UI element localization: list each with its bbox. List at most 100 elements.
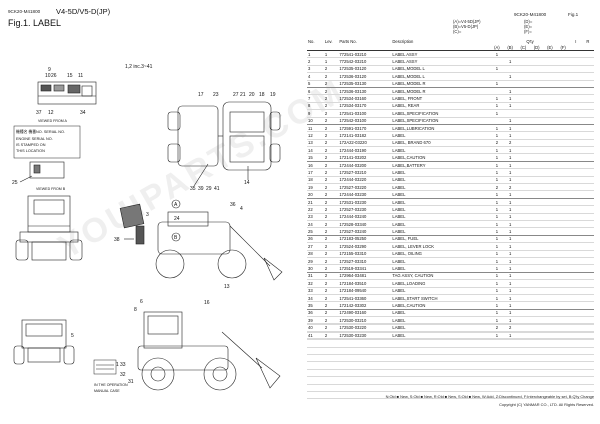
table-cell-empty: [529, 109, 544, 118]
table-cell-description: LABEL, REAR: [391, 102, 491, 111]
table-cell-lev: 2: [323, 146, 339, 155]
table-cell-empty: [569, 331, 582, 340]
table-cell-empty: [556, 264, 570, 273]
col-qty-a: (A): [490, 44, 504, 51]
table-cell-qty-b: 1: [503, 264, 517, 273]
table-cell-part-no: 172527-03210: [338, 168, 392, 177]
table-cell-empty: [543, 316, 557, 325]
table-cell-qty-b: 1: [503, 102, 517, 111]
callout-17: 17: [198, 92, 204, 98]
table-cell-empty: [529, 80, 544, 88]
table-cell-empty: [529, 294, 544, 303]
col-qty-d: (D): [529, 44, 544, 51]
table-cell-empty: [556, 294, 570, 303]
callout-9: 9: [48, 67, 51, 73]
table-cell-empty: [543, 146, 557, 155]
plate-text-3: THIS LOCATION: [16, 149, 45, 153]
callout-8: 8: [134, 307, 137, 313]
table-cell-empty: [543, 264, 557, 273]
table-cell-empty: [529, 139, 544, 148]
table-cell-qty-a: 1: [490, 205, 504, 214]
table-cell-empty: [543, 301, 557, 310]
table-cell-qty-a: 1: [490, 287, 504, 295]
table-cell-empty: [516, 87, 530, 96]
table-cell-empty: [556, 323, 570, 332]
table-cell-empty: [569, 235, 582, 244]
table-cell-lev: 2: [323, 190, 339, 199]
table-cell-qty-a: 1: [490, 294, 504, 303]
table-cell-part-no: 172536-03120: [338, 72, 392, 81]
table-cell-no: 39: [307, 316, 324, 325]
table-cell-qty-a: 2: [490, 323, 504, 332]
table-cell-empty: [516, 205, 530, 214]
table-cell-lev: 2: [323, 331, 339, 340]
callout-range: 1,2 inc.3~41: [125, 64, 153, 70]
table-cell-empty: [529, 65, 544, 74]
table-cell-empty: [543, 309, 557, 318]
table-cell-lev: 2: [323, 309, 339, 318]
legend-line: (A)=V4-5D(JP): [453, 19, 481, 24]
table-cell-empty: [543, 242, 557, 251]
table-cell-description: LABEL, BRAND 670: [391, 139, 491, 148]
table-cell-empty: [516, 146, 530, 155]
table-cell-empty: [529, 301, 544, 310]
table-cell-no: 35: [307, 301, 324, 310]
table-cell-empty: [569, 50, 582, 59]
table-cell-qty-b: 1: [503, 153, 517, 162]
callout-12: 12: [48, 110, 54, 116]
table-cell-empty: [569, 213, 582, 222]
table-cell-qty-a: 1: [490, 264, 504, 273]
table-cell-empty: [581, 94, 594, 103]
table-cell-empty: [516, 331, 530, 340]
table-cell-qty-a: 1: [490, 146, 504, 155]
table-cell-empty: [569, 72, 582, 81]
table-cell-empty: [581, 250, 594, 258]
table-cell-description: TAG ASSY, CAUTION: [391, 272, 491, 281]
table-cell-empty: [516, 131, 530, 140]
table-cell-lev: 2: [323, 161, 339, 170]
table-cell-no: 2: [307, 57, 324, 66]
table-cell-description: LABEL, OILING: [391, 250, 491, 258]
table-cell-empty: [529, 279, 544, 288]
table-cell-lev: 2: [323, 124, 339, 133]
table-cell-lev: 2: [323, 80, 339, 88]
table-cell-no: 8: [307, 102, 324, 111]
table-cell-empty: [543, 72, 557, 81]
table-cell-empty: [556, 227, 570, 236]
table-cell-no: 18: [307, 176, 324, 185]
table-cell-qty-a: [490, 117, 504, 125]
table-cell-empty: [543, 168, 557, 177]
table-cell-lev: 1: [323, 57, 339, 66]
table-cell-empty: [569, 323, 582, 332]
table-cell-lev: 2: [323, 272, 339, 281]
table-cell-empty: [569, 183, 582, 192]
table-cell-empty: [569, 309, 582, 318]
table-cell-description: LABEL ASSY: [391, 57, 491, 66]
table-cell-empty: [543, 131, 557, 140]
table-cell-no: 26: [307, 235, 324, 244]
parts-diagram: 9 10 26 15 11 37 12 34 VIEWED FROM A 機種名…: [8, 56, 284, 404]
loader-rear-view: 5: [13, 319, 75, 365]
model-legend: (A)=V4-5D(JP) (B)=V5-D(JP) (C)=: [453, 19, 481, 35]
table-cell-empty: [556, 190, 570, 199]
table-cell-qty-b: 1: [503, 316, 517, 325]
table-cell-no: 4: [307, 72, 324, 81]
table-cell-part-no: 172527-03240: [338, 227, 392, 236]
table-cell-part-no: 172444-03200: [338, 161, 392, 170]
table-cell-lev: 2: [323, 220, 339, 229]
table-cell-qty-b: 1: [503, 57, 517, 66]
table-cell-lev: 2: [323, 94, 339, 103]
table-cell-description: LABEL,BATTERY: [391, 161, 491, 170]
table-cell-empty: [569, 131, 582, 140]
table-cell-qty-a: 1: [490, 80, 504, 88]
table-cell-no: 32: [307, 279, 324, 288]
table-cell-empty: [556, 235, 570, 244]
callout-19: 19: [270, 92, 276, 98]
table-cell-empty: [556, 257, 570, 266]
